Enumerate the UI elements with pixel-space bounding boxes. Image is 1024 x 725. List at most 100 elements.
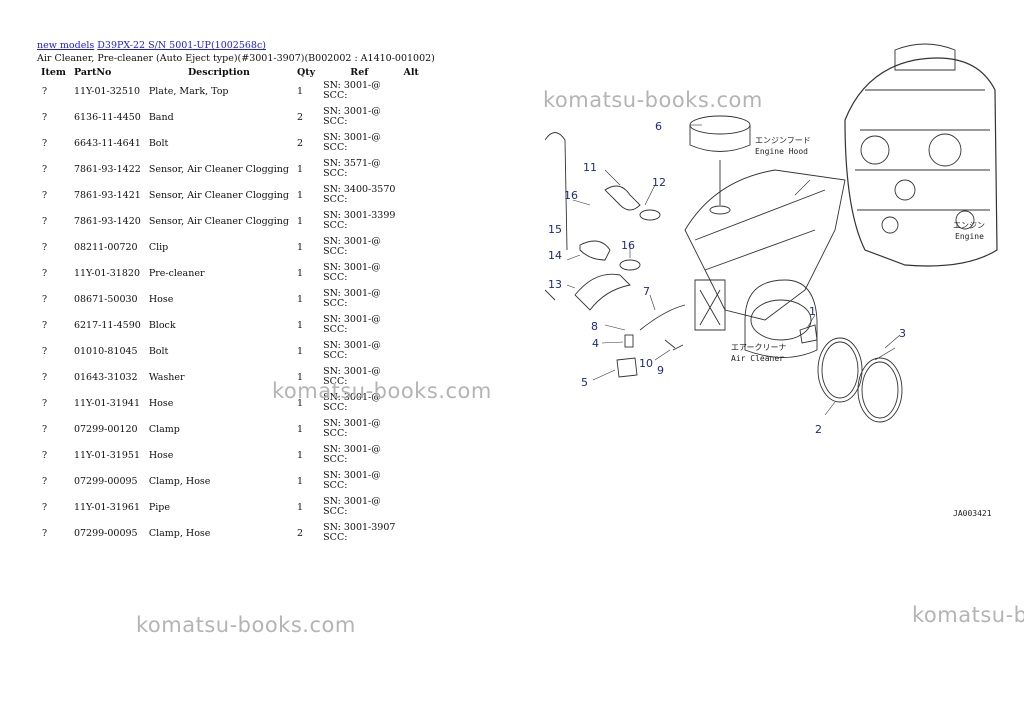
cell-ref-sn: SN: 3001-@ (323, 366, 381, 377)
cell-ref-scc: SCC: (323, 324, 348, 335)
cell-ref-scc: SCC: (323, 506, 348, 517)
cell-item: ? (42, 85, 48, 97)
cell-partno: 01643-31032 (73, 371, 138, 383)
page-subtitle: Air Cleaner, Pre-cleaner (Auto Eject typ… (37, 53, 435, 64)
cell-ref-scc: SCC: (323, 480, 348, 491)
cell-qty: 1 (296, 241, 304, 253)
cell-item: ? (42, 215, 48, 227)
cell-ref-sn: SN: 3001-@ (323, 314, 381, 325)
cell-partno: 11Y-01-31941 (73, 397, 140, 409)
callout-4: 4 (592, 337, 599, 350)
cell-qty: 1 (296, 319, 304, 331)
cell-ref: SN: 3001-@SCC: (319, 338, 399, 364)
header-ref: Ref (350, 66, 369, 78)
cell-partno: 11Y-01-31820 (73, 267, 140, 279)
cell-ref-scc: SCC: (323, 428, 348, 439)
cell-qty: 1 (296, 293, 304, 305)
header-item: Item (41, 66, 66, 78)
callout-11: 11 (583, 161, 597, 174)
cell-partno: 7861-93-1420 (73, 215, 141, 227)
cell-description: Clamp, Hose (148, 527, 211, 539)
cell-ref-scc: SCC: (323, 532, 348, 543)
cell-description: Hose (148, 397, 174, 409)
cell-ref: SN: 3001-@SCC: (319, 312, 399, 338)
cell-item: ? (42, 449, 48, 461)
cell-qty: 1 (296, 189, 304, 201)
cell-item: ? (42, 319, 48, 331)
cell-ref-scc: SCC: (323, 246, 348, 257)
cell-alt (399, 234, 427, 260)
cell-ref: SN: 3001-@SCC: (319, 286, 399, 312)
cell-qty: 1 (296, 449, 304, 461)
callout-numbers: 1 2 3 4 5 6 7 8 9 10 11 12 13 14 15 16 1… (548, 120, 906, 436)
cell-qty: 1 (296, 163, 304, 175)
watermark: komatsu-books.com (272, 379, 492, 403)
cell-qty: 1 (296, 423, 304, 435)
cell-description: Hose (148, 293, 174, 305)
cell-alt (399, 286, 427, 312)
cell-ref: SN: 3001-@SCC: (319, 364, 399, 390)
cell-item: ? (42, 397, 48, 409)
cell-description: Sensor, Air Cleaner Clogging (148, 189, 289, 201)
breadcrumb: new models D39PX-22 S/N 5001-UP(1002568c… (37, 40, 266, 51)
cell-ref: SN: 3001-@SCC: (319, 104, 399, 130)
cell-qty: 2 (296, 137, 304, 149)
cell-qty: 1 (296, 501, 304, 513)
cell-qty: 1 (296, 85, 304, 97)
callout-16: 16 (564, 189, 578, 202)
callout-10: 10 (639, 357, 653, 370)
cell-ref-sn: SN: 3001-@ (323, 80, 381, 91)
cell-ref: SN: 3001-@SCC: (319, 234, 399, 260)
breadcrumb-link-new-models[interactable]: new models (37, 40, 95, 51)
breadcrumb-link-model[interactable]: D39PX-22 S/N 5001-UP(1002568c) (97, 40, 266, 51)
label-engine: Engine (955, 232, 984, 241)
callout-13: 13 (548, 278, 562, 291)
cell-partno: 6217-11-4590 (73, 319, 141, 331)
cell-ref-sn: SN: 3001-@ (323, 444, 381, 455)
cell-ref: SN: 3001-@SCC: (319, 494, 399, 520)
cell-qty: 1 (296, 345, 304, 357)
cell-description: Pipe (148, 501, 170, 513)
header-description: Description (187, 66, 250, 78)
cell-item: ? (42, 345, 48, 357)
cell-ref-scc: SCC: (323, 454, 348, 465)
cell-alt (399, 104, 427, 130)
cell-qty: 2 (296, 527, 304, 539)
cell-partno: 07299-00120 (73, 423, 138, 435)
callout-12: 12 (652, 176, 666, 189)
cell-alt (399, 208, 427, 234)
cell-alt (399, 182, 427, 208)
watermark: komatsu-books.com (136, 613, 356, 637)
cell-description: Sensor, Air Cleaner Clogging (148, 215, 289, 227)
cell-ref-sn: SN: 3001-@ (323, 340, 381, 351)
callout-2: 2 (815, 423, 822, 436)
cell-item: ? (42, 137, 48, 149)
exploded-view-drawing: 1 2 3 4 5 6 7 8 9 10 11 12 13 14 15 16 1… (544, 43, 998, 518)
cell-partno: 6643-11-4641 (73, 137, 141, 149)
cell-description: Band (148, 111, 174, 123)
cell-ref-sn: SN: 3001-@ (323, 496, 381, 507)
cell-ref-sn: SN: 3571-@ (323, 158, 381, 169)
cell-ref-scc: SCC: (323, 90, 348, 101)
cell-ref: SN: 3001-@SCC: (319, 416, 399, 442)
cell-ref-scc: SCC: (323, 402, 348, 413)
cell-qty: 1 (296, 397, 304, 409)
parts-table: Item PartNo Description Qty Ref Alt ?11Y… (37, 66, 427, 546)
diagram-code: JA003421 (953, 509, 992, 518)
cell-item: ? (42, 475, 48, 487)
header-partno: PartNo (73, 66, 112, 78)
cell-ref-scc: SCC: (323, 116, 348, 127)
cell-description: Washer (148, 371, 185, 383)
cell-description: Bolt (148, 345, 169, 357)
